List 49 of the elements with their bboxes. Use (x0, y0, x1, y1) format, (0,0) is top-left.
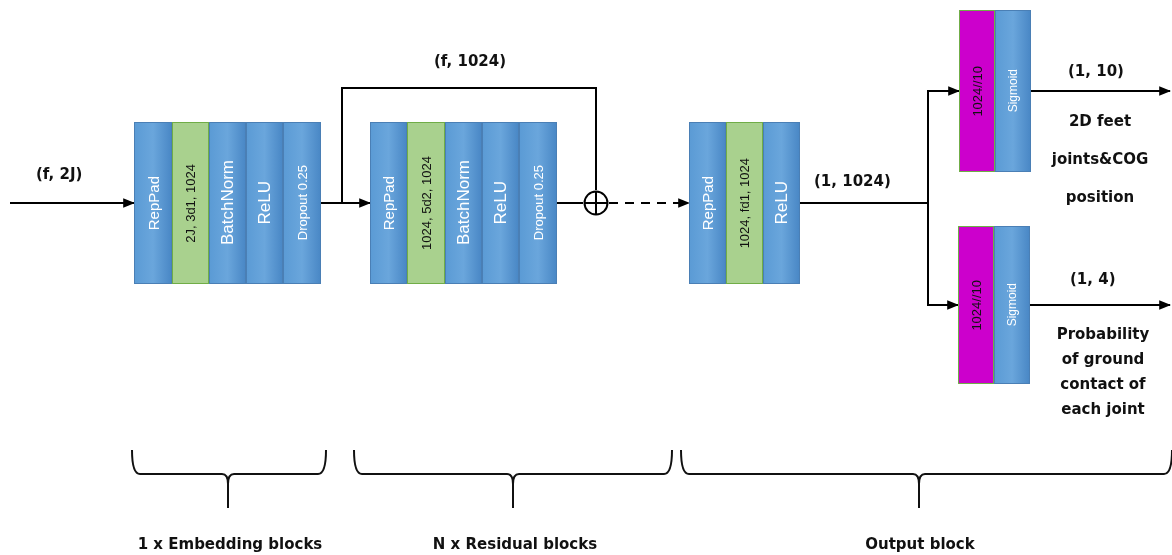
layer-bar (246, 122, 283, 284)
layer-bar (763, 122, 800, 284)
layer-bar (958, 226, 994, 384)
layer-label: Sigmoid (1006, 69, 1020, 113)
layer-bar (995, 10, 1031, 172)
layer-label: ReLU (254, 181, 275, 225)
layer-bar (209, 122, 246, 284)
edge-label: (1, 4) (1068, 270, 1118, 288)
layer-bar (482, 122, 519, 284)
layer-bar (172, 122, 209, 284)
layer-bar (445, 122, 482, 284)
output-description: Probability of ground contact of each joint (1055, 324, 1151, 420)
arrow (1030, 86, 1172, 96)
layer-bar (134, 122, 172, 284)
sum-symbol (583, 190, 609, 216)
layer-label: ReLU (771, 181, 792, 225)
arrow (608, 198, 691, 208)
edge-label: (1, 10) (1066, 62, 1126, 80)
layer-bar (726, 122, 763, 284)
layer-label: RepPad (380, 175, 397, 231)
layer-label: RepPad (144, 175, 162, 231)
layer-label: Dropout 0.25 (530, 165, 546, 241)
layer-label: ReLU (490, 181, 511, 225)
edge-label: (f, 2J) (34, 165, 85, 183)
arrow (1029, 300, 1172, 310)
layer-bar (994, 226, 1030, 384)
layer-label: BatchNorm (217, 160, 238, 246)
layer-bar (519, 122, 557, 284)
layer-label: RepPad (699, 175, 716, 231)
block-caption: Output block (864, 534, 976, 554)
layer-bar (283, 122, 321, 284)
arrow (799, 202, 960, 310)
layer-label: 1024//10 (968, 279, 984, 331)
layer-bar (689, 122, 726, 284)
block-caption: 1 x Embedding blocks (136, 534, 324, 554)
layer-label: 2J, 3d1, 1024 (183, 163, 198, 243)
layer-label: Sigmoid (1005, 283, 1019, 327)
edge-label: (1, 1024) (812, 172, 893, 190)
output-description: 2D feet joints&COG position (1050, 111, 1150, 208)
layer-bar (370, 122, 407, 284)
layer-label: BatchNorm (453, 160, 474, 246)
block-caption: N x Residual blocks (431, 534, 599, 554)
layer-bar (959, 10, 995, 172)
layer-label: 1024, fd1, 1024 (737, 157, 752, 249)
arrow (9, 198, 136, 208)
layer-bar (407, 122, 445, 284)
layer-label: 1024, 5d2, 1024 (418, 156, 434, 250)
layer-label: Dropout 0.25 (294, 165, 310, 241)
layer-label: 1024//10 (969, 65, 985, 117)
